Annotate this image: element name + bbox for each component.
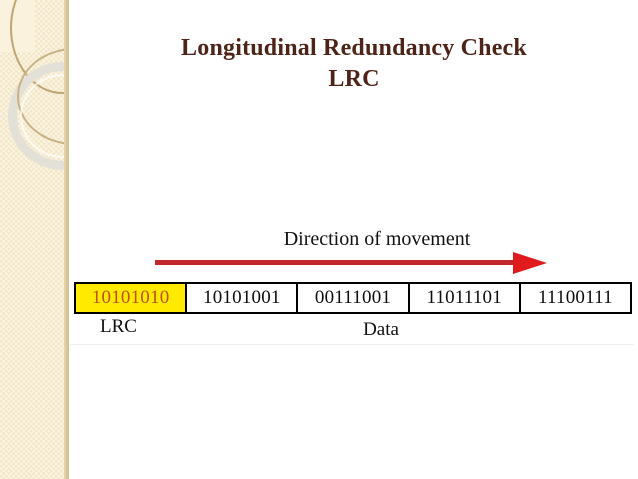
arrow-head-icon [513,252,547,274]
title-line-2: LRC [328,66,380,92]
arrow-shaft [155,260,523,265]
frame-cell-data-1: 10101001 [186,282,298,314]
figure-baseline-rule [70,344,634,345]
frame-cell-data-2: 00111001 [297,282,409,314]
direction-of-movement-label: Direction of movement [283,228,471,250]
frame-cell-row: 10101010 10101001 00111001 11011101 1110… [74,282,633,314]
decorative-sidebar [0,0,69,479]
title-line-1: Longitudinal Redundancy Check [181,35,527,61]
data-label: Data [363,319,399,340]
sidebar-edge-strip [64,0,69,479]
frame-cell-lrc: 10101010 [74,282,187,314]
lrc-label: LRC [100,316,137,337]
page-title: Longitudinal Redundancy Check LRC [84,33,624,95]
frame-cell-data-4: 11100111 [519,282,633,314]
frame-cell-data-3: 11011101 [408,282,520,314]
lrc-diagram: Direction of movement 10101010 10101001 … [70,226,634,346]
direction-arrow [155,252,547,274]
figure-labels: LRC Data [74,314,632,342]
